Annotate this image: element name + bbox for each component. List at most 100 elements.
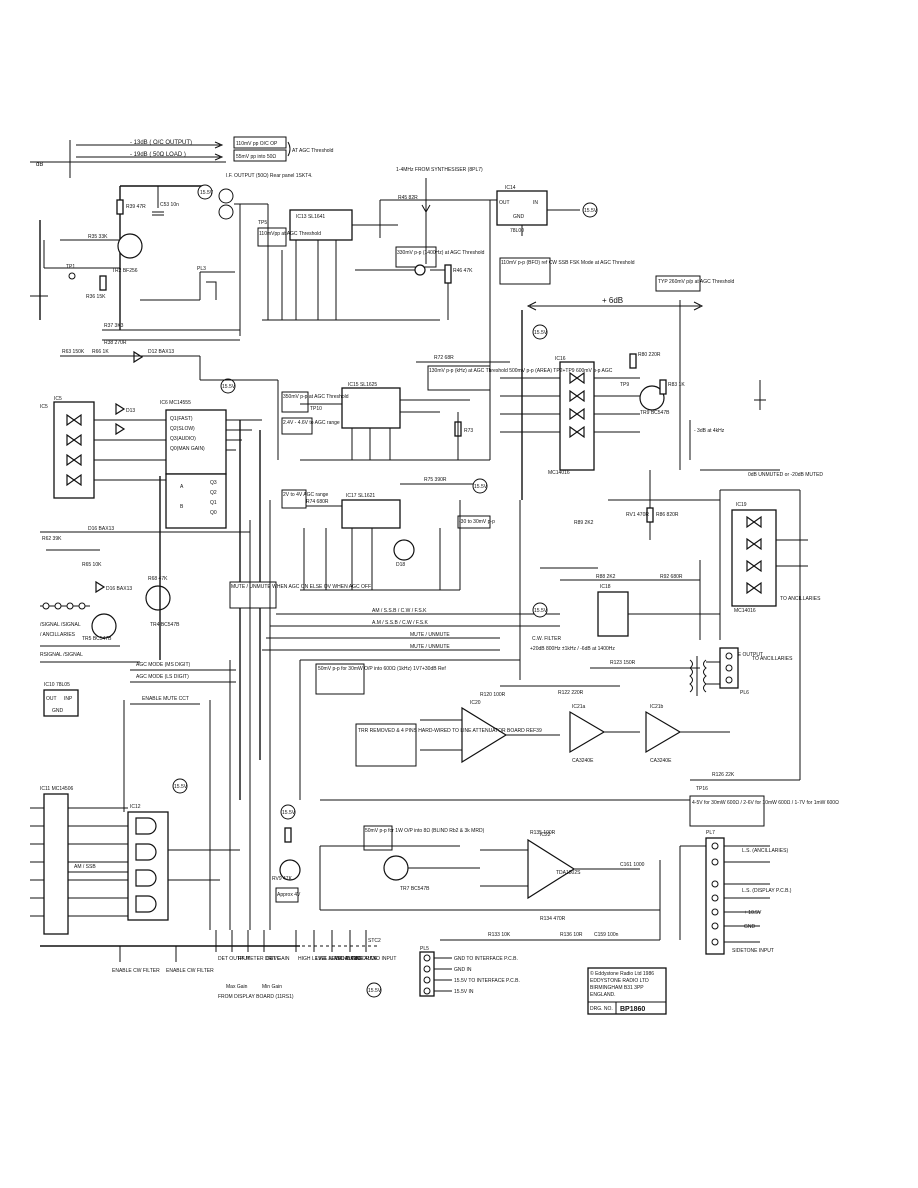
ic22-label: IC22 xyxy=(540,832,551,838)
ic14-type: 78L00 xyxy=(510,228,524,234)
r63-label: R63 150K xyxy=(62,349,85,355)
pl5-line-label-1: GND IN xyxy=(454,967,472,973)
ic21b-type: CA3240E xyxy=(650,758,672,764)
pl7-pin-1 xyxy=(711,858,719,866)
rv1-label: RV1 470R xyxy=(626,512,649,518)
r68-label: R68 47K xyxy=(148,576,168,582)
c161-label: C161 1000 xyxy=(620,862,645,868)
note-trr: TRR REMOVED & 4 PINS HARD-WIRED TO LINE … xyxy=(358,728,542,734)
rv9-label: RV9 47K xyxy=(272,876,293,882)
tp1-label: TP1 xyxy=(66,264,75,270)
rail-label-8: 15.5V xyxy=(282,810,296,816)
rsignal-label: RSIGNAL /SIGNAL xyxy=(40,652,83,658)
d16-label: D16 BAX13 xyxy=(106,586,132,592)
country-label: ENGLAND. xyxy=(590,992,616,998)
det-output-label: DET OUTPUT xyxy=(218,956,250,962)
pl3-label: PL3 xyxy=(197,266,206,272)
tr9-label: TR9 BC547B xyxy=(640,410,670,416)
ic19-switch-1 xyxy=(746,537,762,551)
r73-label: R73 xyxy=(464,428,473,434)
synth-input-label: 1-4MHz FROM SYNTHESISER (8PL7) xyxy=(396,167,483,173)
pl5-pin-0 xyxy=(423,954,431,962)
r136-label: R136 10R xyxy=(560,932,583,938)
high-level-label: HIGH LEVEL AUDIO INPUT xyxy=(298,956,361,962)
note-50mv: 50mV p-p for 30mW O/P into 600Ω (1kHz) 1… xyxy=(318,666,446,672)
r38-label: R38 270R xyxy=(104,340,127,346)
r135-label: R135 100R xyxy=(530,830,556,836)
r62-label: R62 39K xyxy=(42,536,62,542)
ic15-block: IC15 SL1625 350mV p-p at AGC Threshold 2… xyxy=(281,300,613,461)
c53-label: C53 10n xyxy=(160,202,179,208)
enable-cw-1: ENABLE CW FILTER xyxy=(112,968,160,974)
r80-label: R80 220R xyxy=(638,352,661,358)
r46-label: R46 47K xyxy=(453,268,473,274)
enable-mute-label: ENABLE MUTE CCT xyxy=(142,696,189,702)
c159-label: C159 100n xyxy=(594,932,619,938)
ls-levels-note: 4-5V for 30mW 600Ω / 2-6V for 10mW 600Ω … xyxy=(692,800,839,806)
ic19-type: MC14016 xyxy=(734,608,756,614)
r75-label: R75 390R xyxy=(424,477,447,483)
r37-label: R37 3K3 xyxy=(104,323,124,329)
pl7-connector: PL7 L.S. (ANCILLARIES) L.S. (DISPLAY P.C… xyxy=(679,830,792,955)
ic14-block: IC14 OUT IN GND 78L00 15.5V 110mV p-p (B… xyxy=(489,185,635,300)
d13-label: D13 xyxy=(126,408,135,414)
cw-filter-area: IC18 R92 680R R88 2K2 R89 2K2 15.5V C.W.… xyxy=(530,489,821,658)
r122-label: R122 220R xyxy=(558,690,584,696)
ic5-switch-0 xyxy=(66,413,82,427)
ic6-pin-q1: Q1(FAST) xyxy=(170,416,193,422)
tp10-label: TP10 xyxy=(310,406,322,412)
pl7-pin-5 xyxy=(711,922,719,930)
r126-label: R126 22K xyxy=(712,772,735,778)
control-buses: MUTE / UNMUTE WHEN AGC ON ELSE OV WHEN A… xyxy=(130,581,560,705)
approx-label: Approx 4V xyxy=(277,892,301,898)
nand-gate-1 xyxy=(135,843,157,861)
det-gain-label: DET GAIN xyxy=(266,956,290,962)
plus10-label: + 10.5V xyxy=(744,910,762,916)
ic6b-q3: Q3 xyxy=(210,480,217,486)
pl5-pin-3 xyxy=(423,987,431,995)
rail-label-3: 15.5V xyxy=(534,330,548,336)
ic16-switch-3 xyxy=(569,425,585,439)
ic12-label: IC12 xyxy=(130,804,141,810)
ic16-switch-0 xyxy=(569,371,585,385)
zero-db-note: 0dB UNMUTED or -20dB MUTED xyxy=(748,472,823,478)
r92-label: R92 680R xyxy=(660,574,683,580)
rail-label-6: 15.5V xyxy=(174,784,188,790)
r35-label: R35 33K xyxy=(88,234,108,240)
note-27v: 2V to 4V AGC range xyxy=(283,492,329,498)
db-label: dB xyxy=(36,162,43,168)
sidetone-label: SIDETONE INPUT xyxy=(732,948,774,954)
ic18-label: IC18 xyxy=(600,584,611,590)
line-level-label: LINE LEVEL AUDIO DRIVE xyxy=(316,956,378,962)
bus-mute2: MUTE / UNMUTE xyxy=(410,644,450,650)
r89-label: R89 2K2 xyxy=(574,520,594,526)
company-label: EDDYSTONE RADIO LTD xyxy=(590,978,649,984)
line-output-transformer: PL6 TO ANCILLARIES xyxy=(689,647,793,696)
tp9-label: TP9 xyxy=(620,382,629,388)
ic5-label: IC5 xyxy=(54,396,62,402)
tr2-label: TR2 BF256 xyxy=(112,268,138,274)
ic6b-q2: Q2 xyxy=(210,490,217,496)
tp5-label: TP5 xyxy=(258,220,267,226)
oc-level-note: 110mV pp O/C OP xyxy=(236,141,278,147)
agc-ms-label: AGC MODE (MS DIGIT) xyxy=(136,662,191,668)
ls-ancillaries: L.S. (ANCILLARIES) xyxy=(742,848,788,854)
r39-label: R39 47R xyxy=(126,204,146,210)
cw-filter-label: C.W. FILTER xyxy=(532,636,561,642)
ic14-in-pin: IN xyxy=(533,200,538,206)
bus-ams: A.M / S.S.B / C.W / F.S.K xyxy=(372,620,429,626)
ic19-switch-3 xyxy=(746,581,762,595)
audio-output-area: 50mV p-p for 30mW O/P into 600Ω (1kHz) 1… xyxy=(299,659,839,827)
r72-label: R72 68R xyxy=(434,355,454,361)
nand-gate-2 xyxy=(135,869,157,887)
typ-note: TYP 260mV p/p at AGC Threshold xyxy=(658,279,734,285)
note-130: 130mV p-p (kHz) at AGC Threshold 500mV p… xyxy=(429,368,613,374)
ic14-gnd-pin: GND xyxy=(513,214,525,220)
ic10-label: IC10 78L05 xyxy=(44,682,70,688)
ic19-label: IC19 xyxy=(736,502,747,508)
bus-wires xyxy=(123,300,801,930)
nand-gate-0 xyxy=(135,817,157,835)
ic5-switch-3 xyxy=(66,473,82,487)
